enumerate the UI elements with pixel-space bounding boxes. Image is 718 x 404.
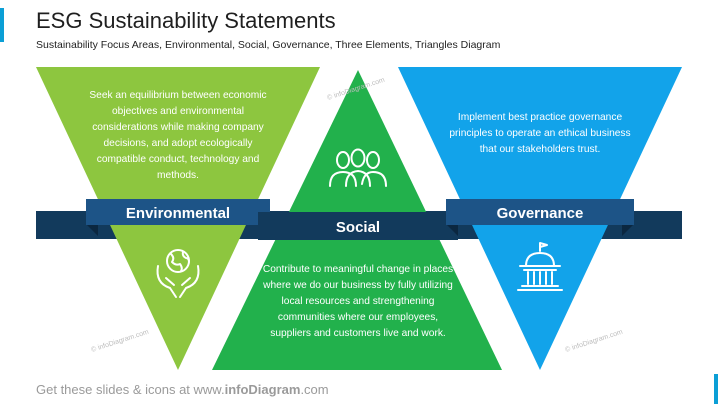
page-subtitle: Sustainability Focus Areas, Environmenta… — [36, 39, 501, 51]
social-label: Social — [336, 219, 380, 236]
watermark-text: © infoDiagram.com — [564, 328, 624, 354]
watermark-text: © infoDiagram.com — [90, 328, 150, 354]
environmental-label: Environmental — [126, 205, 230, 222]
governance-label-ribbon — [446, 199, 634, 225]
environmental-description: Seek an equilibrium between economic obj… — [89, 90, 267, 181]
footer-suffix: .com — [300, 382, 329, 397]
title-accent-bar — [0, 8, 4, 42]
footer-accent-bar — [714, 374, 718, 404]
social-label-ribbon — [258, 212, 458, 240]
page-title: ESG Sustainability Statements — [36, 8, 336, 33]
social-description: Contribute to meaningful change in place… — [262, 264, 454, 339]
ribbon-fold — [622, 224, 634, 236]
footer-promo: Get these slides & icons at www.infoDiag… — [36, 382, 329, 397]
ribbon-fold — [446, 224, 458, 236]
government-building-icon — [517, 242, 563, 291]
governance-label: Governance — [497, 205, 584, 222]
people-group-icon — [329, 148, 387, 187]
governance-description: Implement best practice governance princ… — [449, 112, 631, 155]
ribbon-fold — [86, 224, 98, 236]
environmental-label-ribbon — [86, 199, 270, 225]
footer-prefix: Get these slides & icons at www. — [36, 382, 225, 397]
globe-in-hands-icon — [156, 249, 200, 298]
footer-link[interactable]: infoDiagram — [224, 382, 301, 397]
